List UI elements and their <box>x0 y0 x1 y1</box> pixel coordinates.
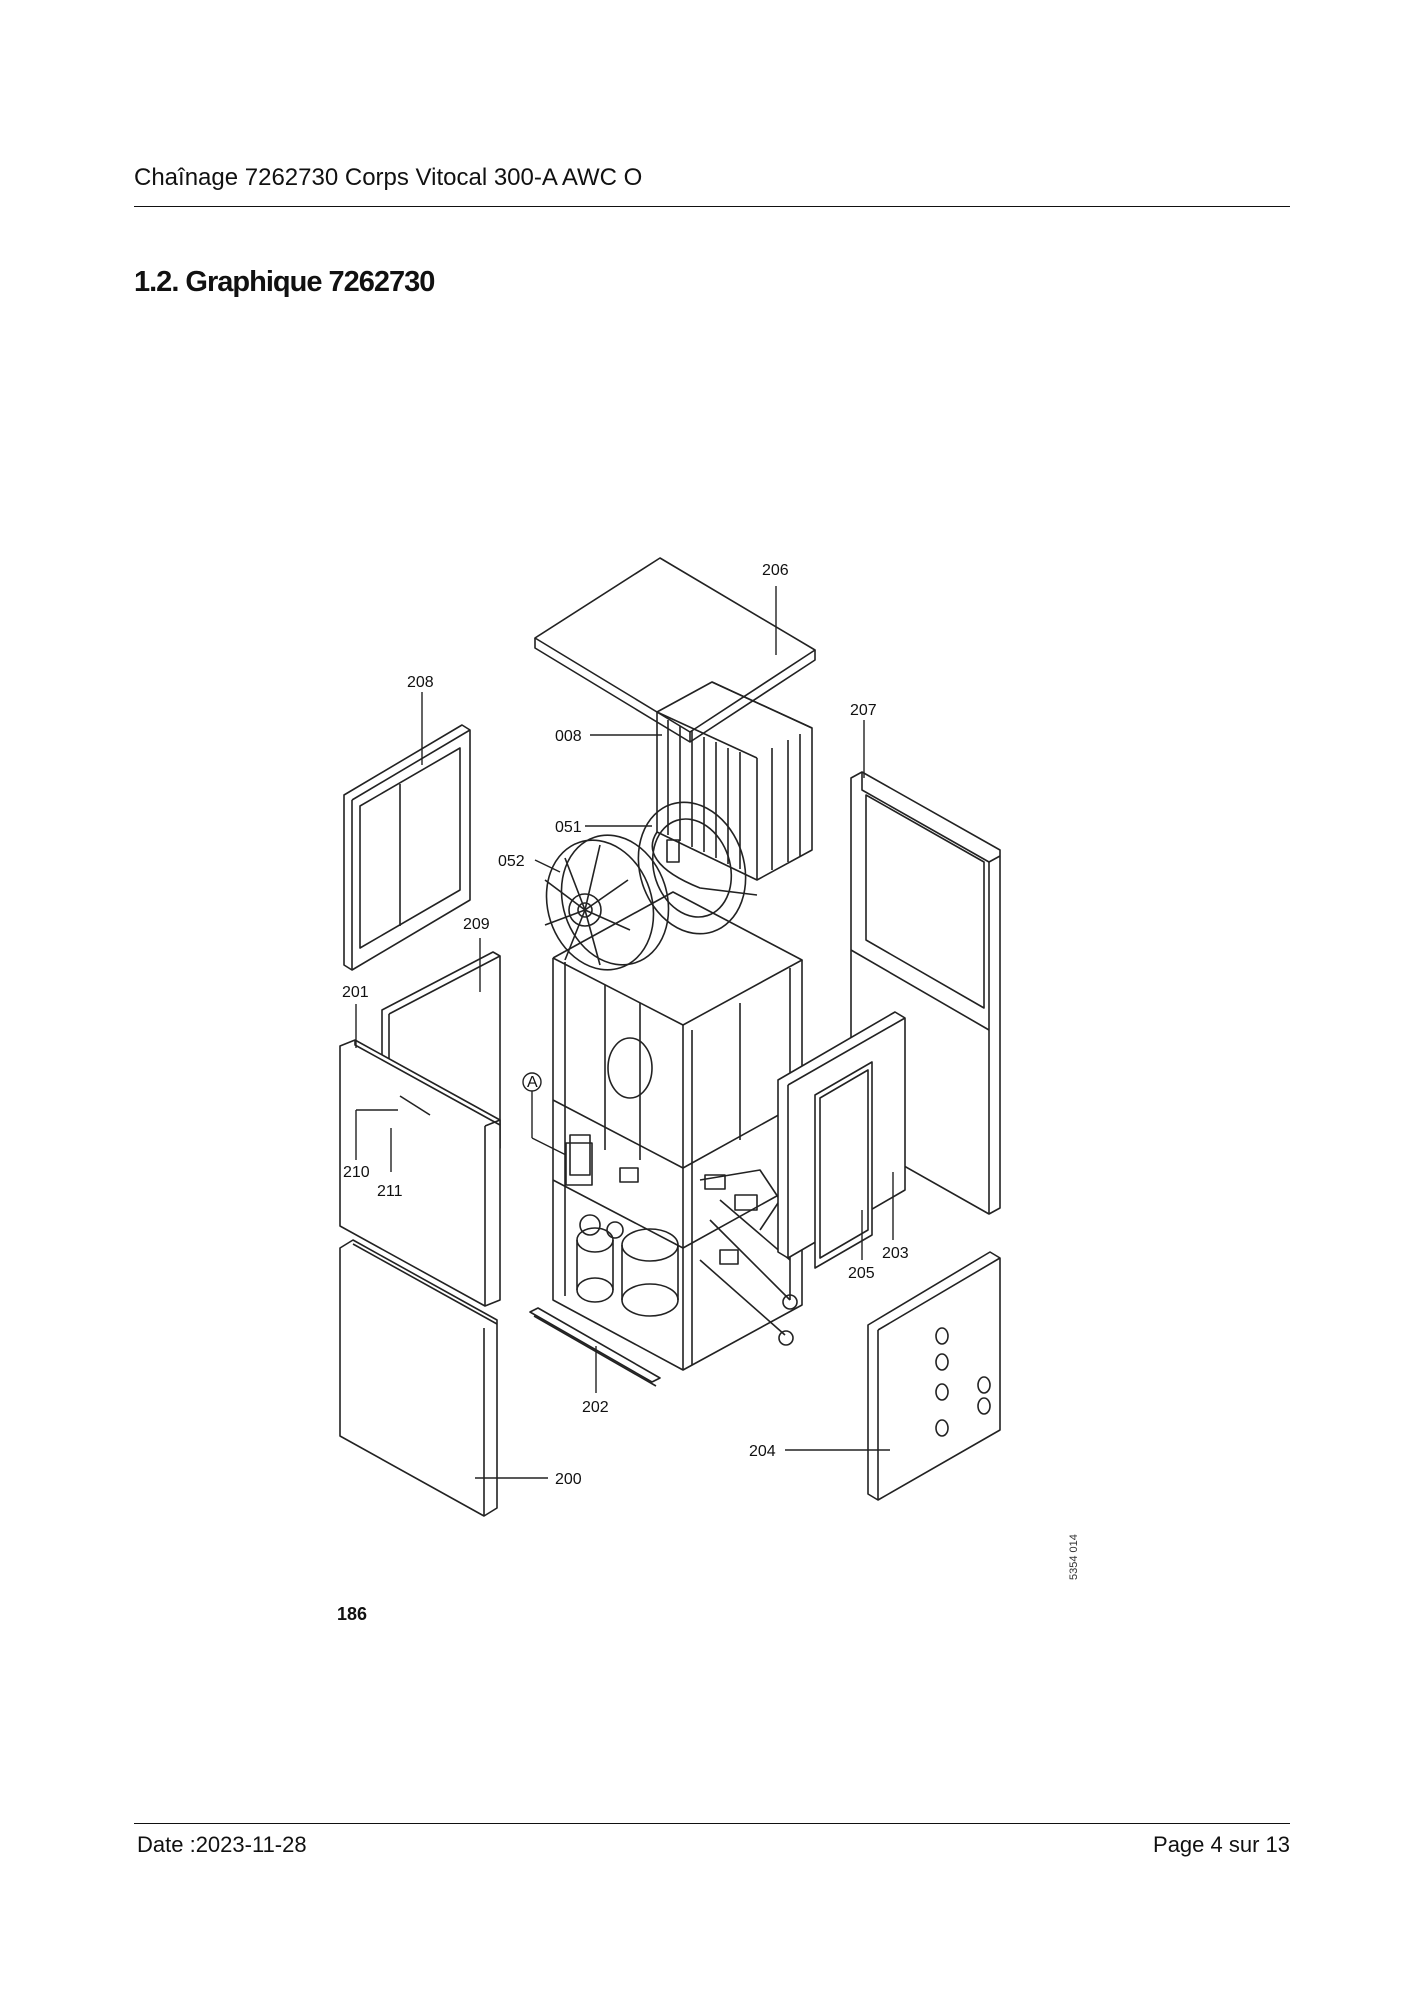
heat-exchanger-coil <box>651 681 813 896</box>
label-205: 205 <box>848 1265 875 1282</box>
label-210: 210 <box>343 1164 370 1181</box>
lower-right-side-panel <box>867 1251 1001 1501</box>
label-008: 008 <box>555 728 582 745</box>
fan-shroud-ring <box>637 801 747 935</box>
small-cover-plate <box>814 1061 873 1269</box>
label-211: 211 <box>377 1183 403 1200</box>
drawing-code: 5354 014 <box>1068 1534 1080 1580</box>
label-200: 200 <box>555 1471 582 1488</box>
label-209: 209 <box>463 916 490 933</box>
label-208: 208 <box>407 674 434 691</box>
label-202: 202 <box>582 1399 609 1416</box>
label-051: 051 <box>555 819 582 836</box>
leader-lines <box>355 586 894 1479</box>
lower-front-panel <box>339 1239 498 1517</box>
header-divider <box>134 206 1290 207</box>
section-title: 1.2. Graphique 7262730 <box>134 266 435 298</box>
top-cover-panel <box>534 557 816 743</box>
label-201: 201 <box>342 984 369 1001</box>
label-204: 204 <box>749 1443 776 1460</box>
figure-number: 186 <box>337 1604 367 1624</box>
label-a: A <box>527 1074 538 1091</box>
footer-divider <box>134 1823 1290 1824</box>
label-052: 052 <box>498 853 525 870</box>
bottom-rail <box>529 1307 661 1387</box>
document-header-title: Chaînage 7262730 Corps Vitocal 300-A AWC… <box>134 164 643 191</box>
detail-a-box <box>565 1142 593 1186</box>
footer-date: Date :2023-11-28 <box>137 1832 307 1857</box>
compressor-assembly <box>576 1214 679 1317</box>
detail-a-marker <box>522 1072 542 1092</box>
label-203: 203 <box>882 1245 909 1262</box>
footer-page-number: Page 4 sur 13 <box>1153 1832 1290 1857</box>
fan-wheel <box>544 834 670 971</box>
upper-front-panel <box>339 1039 501 1307</box>
upper-left-side-panel <box>343 724 471 971</box>
label-207: 207 <box>850 702 877 719</box>
label-206: 206 <box>762 562 789 579</box>
